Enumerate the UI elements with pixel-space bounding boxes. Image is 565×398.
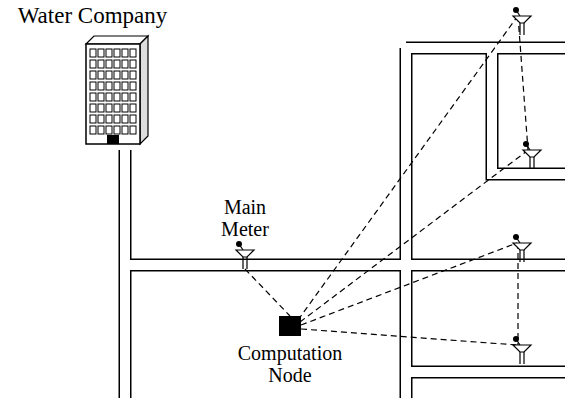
radio-links [298,16,528,345]
pipe [492,48,565,174]
meter-symbol [523,141,541,169]
dashed-link [518,16,528,150]
remote-meters [513,7,541,364]
pipe [125,260,565,270]
pipe [400,48,413,398]
pipe [119,150,132,398]
pipe [406,42,565,55]
node-label: Main Meter [205,196,285,240]
meter-symbol [236,241,254,269]
pipe-bore [125,48,565,398]
dashed-link [245,269,290,316]
pipe [120,150,130,398]
pipe-walls [125,48,565,398]
pipe [401,48,411,398]
node-label: Computation Node [225,342,355,386]
node-label: Water Company [0,3,185,28]
pipe [406,366,565,379]
pipe [406,43,565,53]
computation-node: Computation Node [225,316,355,386]
meter-symbol [233,241,257,269]
meter-symbol [513,336,531,364]
dashed-link [301,243,517,325]
meter-symbol [513,234,531,262]
meter-symbol [513,7,531,35]
meter-node: Main Meter [205,196,285,269]
building-node: Water Company [0,3,185,146]
dashed-link [300,151,527,322]
building-illustration [84,34,150,146]
dashed-link [517,243,518,345]
computation-square [279,316,301,336]
pipe [125,259,565,272]
dashed-link [298,17,517,320]
pipe [406,367,565,377]
pipe [492,48,565,174]
